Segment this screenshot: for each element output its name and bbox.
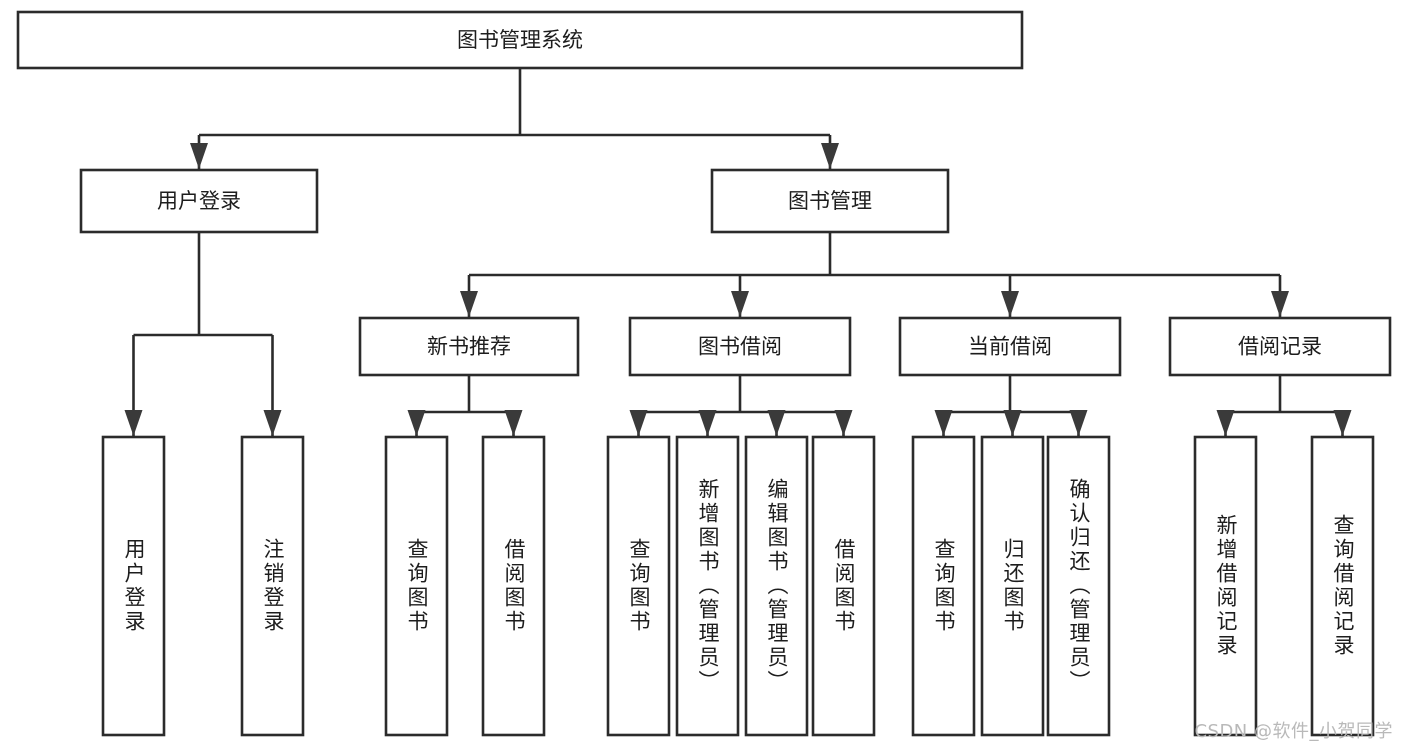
arrow-to-book-borrow (731, 291, 749, 317)
node-book-manage-label: 图书管理 (788, 189, 872, 213)
arrow-to-leaf-query-book-cur (934, 410, 953, 436)
node-leaf-query-book-borrow[interactable] (606, 435, 671, 737)
arrow-to-leaf-return-book (1003, 410, 1022, 436)
arrow-to-leaf-query-book-borrow (629, 410, 648, 436)
arrow-to-leaf-user-login (124, 410, 143, 436)
arrow-to-leaf-confirm-return (1069, 410, 1088, 436)
node-root-label: 图书管理系统 (457, 28, 583, 52)
node-leaf-edit-book[interactable] (744, 435, 809, 737)
node-book-borrow[interactable] (628, 316, 852, 377)
node-leaf-add-book[interactable] (675, 435, 740, 737)
arrow-to-current-borrow (1001, 291, 1019, 317)
node-root[interactable] (16, 10, 1024, 70)
node-book-manage[interactable] (710, 168, 950, 234)
node-leaf-return-book[interactable] (980, 435, 1045, 737)
arrow-to-leaf-borrow-book-rec (504, 410, 523, 436)
node-book-borrow-label: 图书借阅 (698, 335, 782, 359)
arrow-to-leaf-borrow-book (834, 410, 853, 436)
box-layer (16, 10, 1392, 737)
node-leaf-user-login[interactable] (101, 435, 166, 737)
node-current-borrow[interactable] (898, 316, 1122, 377)
node-leaf-query-book-rec[interactable] (384, 435, 449, 737)
node-new-book-recommend[interactable] (358, 316, 580, 377)
node-current-borrow-label: 当前借阅 (968, 335, 1052, 359)
node-leaf-borrow-book-rec[interactable] (481, 435, 546, 737)
watermark-text: CSDN @软件_小贺同学 (1194, 721, 1393, 742)
node-user-login[interactable] (79, 168, 319, 234)
node-leaf-confirm-return[interactable] (1046, 435, 1111, 737)
node-borrow-record-label: 借阅记录 (1238, 335, 1322, 359)
arrow-to-leaf-query-record (1333, 410, 1352, 436)
connector-layer (124, 68, 1352, 436)
node-leaf-logout[interactable] (240, 435, 305, 737)
arrow-to-leaf-query-book-rec (407, 410, 426, 436)
node-leaf-borrow-book[interactable] (811, 435, 876, 737)
arrow-to-leaf-logout (263, 410, 282, 436)
arrow-to-new-book-recommend (460, 291, 478, 317)
node-leaf-query-record[interactable] (1310, 435, 1375, 737)
node-borrow-record[interactable] (1168, 316, 1392, 377)
arrow-to-user-login (190, 143, 208, 169)
arrow-to-leaf-add-book (698, 410, 717, 436)
node-new-book-recommend-label: 新书推荐 (427, 335, 511, 359)
node-leaf-query-book-cur[interactable] (911, 435, 976, 737)
node-leaf-add-record[interactable] (1193, 435, 1258, 737)
node-user-login-label: 用户登录 (157, 189, 241, 213)
arrow-to-book-manage (821, 143, 839, 169)
arrow-to-leaf-add-record (1216, 410, 1235, 436)
arrow-to-leaf-edit-book (767, 410, 786, 436)
arrow-to-borrow-record (1271, 291, 1289, 317)
